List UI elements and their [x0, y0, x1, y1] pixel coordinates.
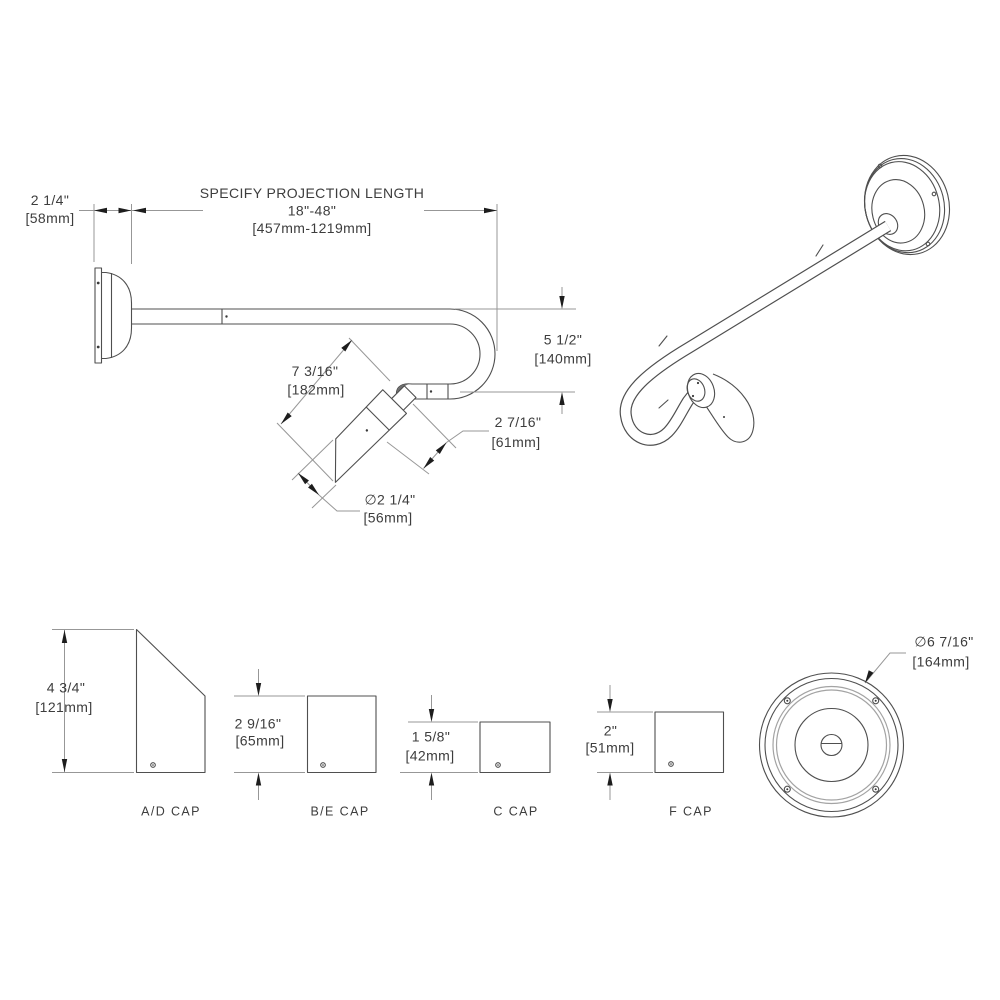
side-view-gooseneck	[94, 267, 496, 483]
iso-plate-screw	[877, 163, 883, 169]
dimension-text-main: 2 1/4" [58mm] SPECIFY PROJECTION LENGTH …	[25, 185, 591, 526]
iso-plate-screw	[931, 191, 937, 197]
dim-head-length-mm: [182mm]	[287, 382, 344, 398]
dim-drop-in: 5 1/2"	[544, 332, 583, 348]
projection-range-in: 18"-48"	[288, 203, 337, 219]
dim-shade-depth-mm: [61mm]	[491, 434, 540, 450]
dim-head-length-in: 7 3/16"	[292, 363, 339, 379]
cap-f-label: F CAP	[669, 805, 713, 819]
cap-ad-label: A/D CAP	[141, 805, 201, 819]
dim-wall-depth-mm: [58mm]	[25, 210, 74, 226]
iso-wall-plate	[863, 154, 951, 256]
iso-knuckle	[686, 372, 716, 409]
gooseneck-bend	[411, 308, 496, 400]
plate-dia-leader	[864, 652, 906, 684]
cap-ad-dim-in: 4 3/4"	[47, 680, 86, 696]
cap-be-dim-mm: [65mm]	[235, 733, 284, 749]
iso-shade	[702, 373, 755, 443]
cap-f: 2" [51mm] F CAP	[585, 685, 725, 819]
plate-screws	[783, 697, 880, 793]
plate-dia-mm: [164mm]	[912, 654, 969, 670]
cap-c: 1 5/8" [42mm] C CAP	[400, 695, 551, 819]
center-screw	[820, 733, 843, 757]
cap-c-dim-in: 1 5/8"	[412, 729, 451, 745]
arm-tube	[130, 308, 451, 325]
cap-c-label: C CAP	[493, 805, 538, 819]
dim-shade-dia-mm: [56mm]	[363, 510, 412, 526]
cap-profiles: 4 3/4" [121mm] A/D CAP 2 9/16" [65mm] B/…	[35, 628, 725, 819]
wall-plate	[94, 267, 133, 364]
iso-gooseneck-tube	[619, 220, 892, 446]
cap-f-dim-mm: [51mm]	[585, 740, 634, 756]
dim-drop-mm: [140mm]	[534, 351, 591, 367]
isometric-view	[619, 154, 951, 446]
iso-plate-screw	[925, 241, 931, 247]
cap-f-dim-in: 2"	[604, 723, 618, 739]
lamp-head	[334, 385, 417, 483]
dim-wall-depth-in: 2 1/4"	[31, 192, 70, 208]
back-plate-front-view: ∅6 7/16" [164mm]	[758, 634, 973, 818]
cap-ad: 4 3/4" [121mm] A/D CAP	[35, 628, 206, 819]
cap-ad-dim-mm: [121mm]	[35, 699, 92, 715]
projection-title: SPECIFY PROJECTION LENGTH	[200, 185, 424, 201]
dim-shade-dia-in: ∅2 1/4"	[364, 492, 415, 508]
cap-be-dim-in: 2 9/16"	[235, 716, 282, 732]
plate-dia-in: ∅6 7/16"	[914, 634, 973, 650]
cap-c-dim-mm: [42mm]	[405, 748, 454, 764]
cap-be-label: B/E CAP	[310, 805, 369, 819]
projection-range-mm: [457mm-1219mm]	[252, 220, 371, 236]
dim-shade-depth-in: 2 7/16"	[495, 414, 542, 430]
cap-be: 2 9/16" [65mm] B/E CAP	[234, 669, 377, 819]
dimension-lines-main	[79, 204, 576, 512]
